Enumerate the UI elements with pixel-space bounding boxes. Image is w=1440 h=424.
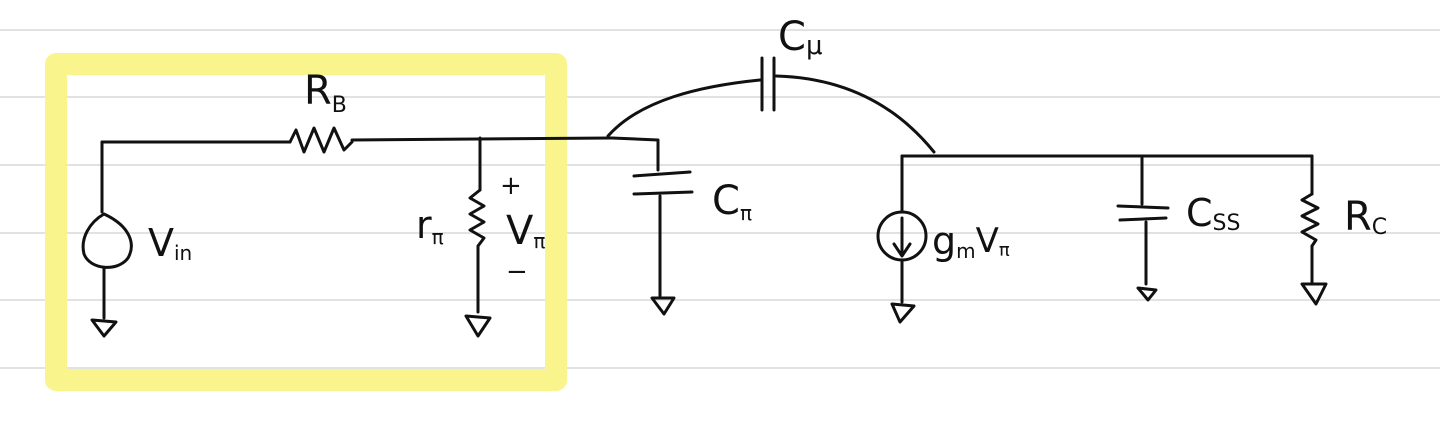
rpi-label: rπ	[416, 203, 444, 249]
cpi-label: Cπ	[712, 178, 752, 225]
rb-label: RB	[304, 68, 347, 118]
vin-label: Vin	[148, 221, 192, 265]
gm-vpi-label: gmVπ	[932, 219, 1010, 263]
resistor-rb	[100, 126, 614, 154]
cmu-label: Cμ	[778, 14, 822, 61]
minus-sign: −	[506, 257, 528, 287]
resistor-rc	[1300, 154, 1328, 306]
css-label: CSS	[1186, 191, 1240, 236]
ruled-lines	[0, 29, 1440, 369]
capacitor-cmu	[606, 56, 936, 154]
resistor-rpi	[464, 136, 492, 338]
highlight-box	[45, 53, 567, 391]
current-source-gm	[876, 154, 928, 324]
input-voltage-source	[81, 140, 133, 338]
capacitor-css	[1116, 154, 1170, 302]
plus-sign: +	[500, 171, 522, 201]
vpi-label: Vπ	[506, 208, 545, 254]
capacitor-cpi	[610, 136, 694, 316]
rc-label: RC	[1344, 194, 1387, 240]
